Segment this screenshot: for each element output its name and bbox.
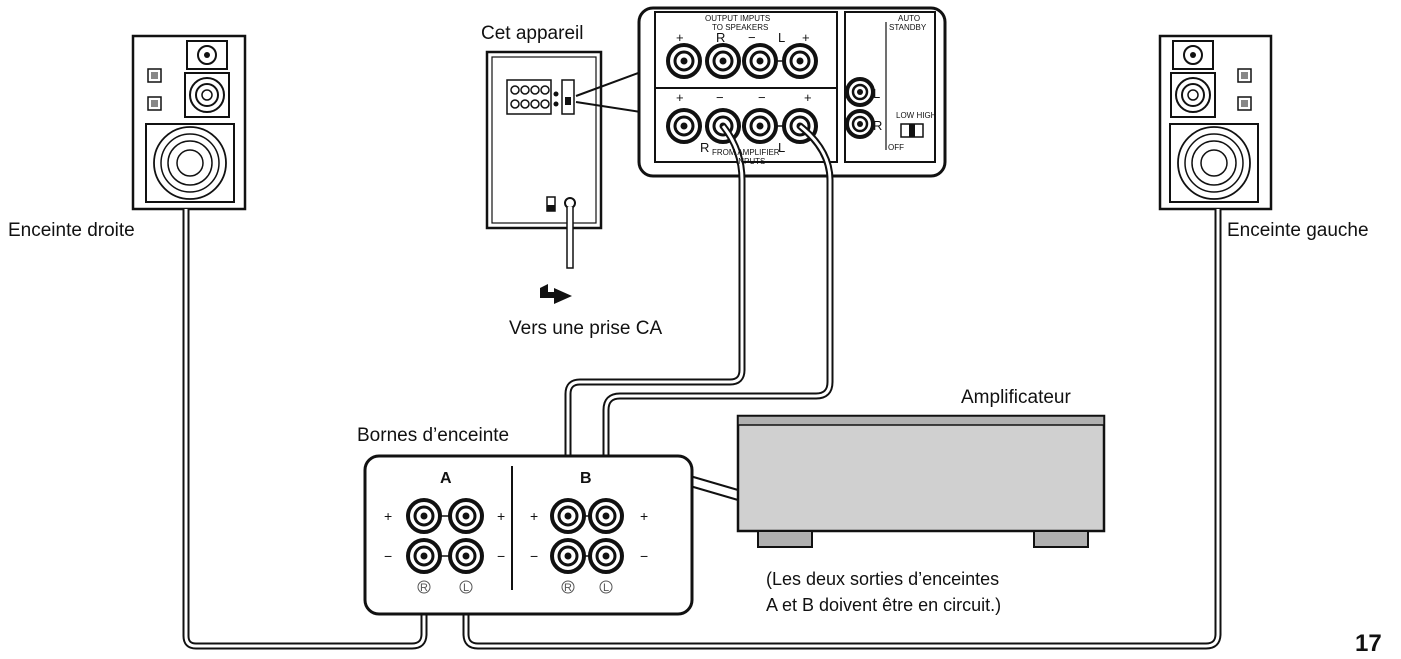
panel-plus-3: + [676,90,684,105]
terminal-b-plus-right: + [640,508,648,524]
terminal-b-minus-left: − [530,548,538,564]
terminal-a-plus-right: + [497,508,505,524]
panel-minus-3: − [758,90,766,105]
cables-amp-to-speakers-inner [184,209,1220,648]
terminal-group-b: B [580,470,592,487]
panel-input-label-1: FROM AMPLIFIER [712,148,780,157]
speaker-terminal-panel [363,454,739,616]
page-number: 17 [1355,630,1382,657]
terminal-a-r: R [420,582,428,594]
unit-callout [575,71,642,113]
panel-minus-1: − [748,30,756,45]
panel-input-label-2: INPUTS [736,157,765,166]
panel-off-label: OFF [888,143,904,152]
amplifier [736,414,1106,548]
terminal-group-a: A [440,470,452,487]
left-speaker-label: Enceinte gauche [1227,220,1369,241]
terminal-b-r: R [564,582,572,594]
panel-labels: OUTPUT IMPUTS TO SPEAKERS FROM AMPLIFIER… [705,14,937,166]
right-speaker-label: Enceinte droite [8,220,135,241]
rear-panel [637,6,947,178]
panel-polarity: + R − L + + − − + R L L R [676,30,882,155]
panel-plus-4: + [804,90,812,105]
terminal-b-l: L [603,582,609,594]
cables-panel-to-amp-inner [566,124,832,520]
panel-minus-2: − [716,90,724,105]
terminal-a-minus-right: − [497,548,505,564]
speaker-terminals-label: Bornes d’enceinte [357,425,510,446]
terminal-a-minus-left: − [384,548,392,564]
this-unit-back [485,50,603,304]
panel-output-label-1: OUTPUT IMPUTS [705,14,770,23]
ac-outlet-label: Vers une prise CA [509,318,663,339]
panel-l-1: L [778,30,785,45]
amplifier-label: Amplificateur [961,387,1071,408]
terminal-group-labels: A B [440,470,592,487]
panel-plus-1: + [676,30,684,45]
panel-r-1: R [716,30,725,45]
terminal-a-l: L [463,582,469,594]
terminal-b-minus-right: − [640,548,648,564]
terminal-channel-labels: R L R L [417,580,613,594]
panel-r-2: R [700,140,709,155]
left-speaker [1158,34,1273,211]
terminal-a-plus-left: + [384,508,392,524]
note-line-1: (Les deux sorties d’enceintes [766,569,1000,589]
terminal-b-plus-left: + [530,508,538,524]
panel-output-label-2: TO SPEAKERS [712,23,768,32]
terminal-polarity: + + − − + + − − [384,508,648,564]
right-speaker [131,34,247,211]
panel-r-3: R [873,118,882,133]
panel-switch-label: LOW HIGH [896,111,937,120]
panel-l-3: L [873,86,880,101]
panel-l-2: L [778,140,785,155]
panel-standby-label: STANDBY [889,23,927,32]
note-line-2: A et B doivent être en circuit.) [766,595,1002,615]
this-unit-label: Cet appareil [481,23,584,44]
panel-auto-label: AUTO [898,14,920,23]
panel-plus-2: + [802,30,810,45]
